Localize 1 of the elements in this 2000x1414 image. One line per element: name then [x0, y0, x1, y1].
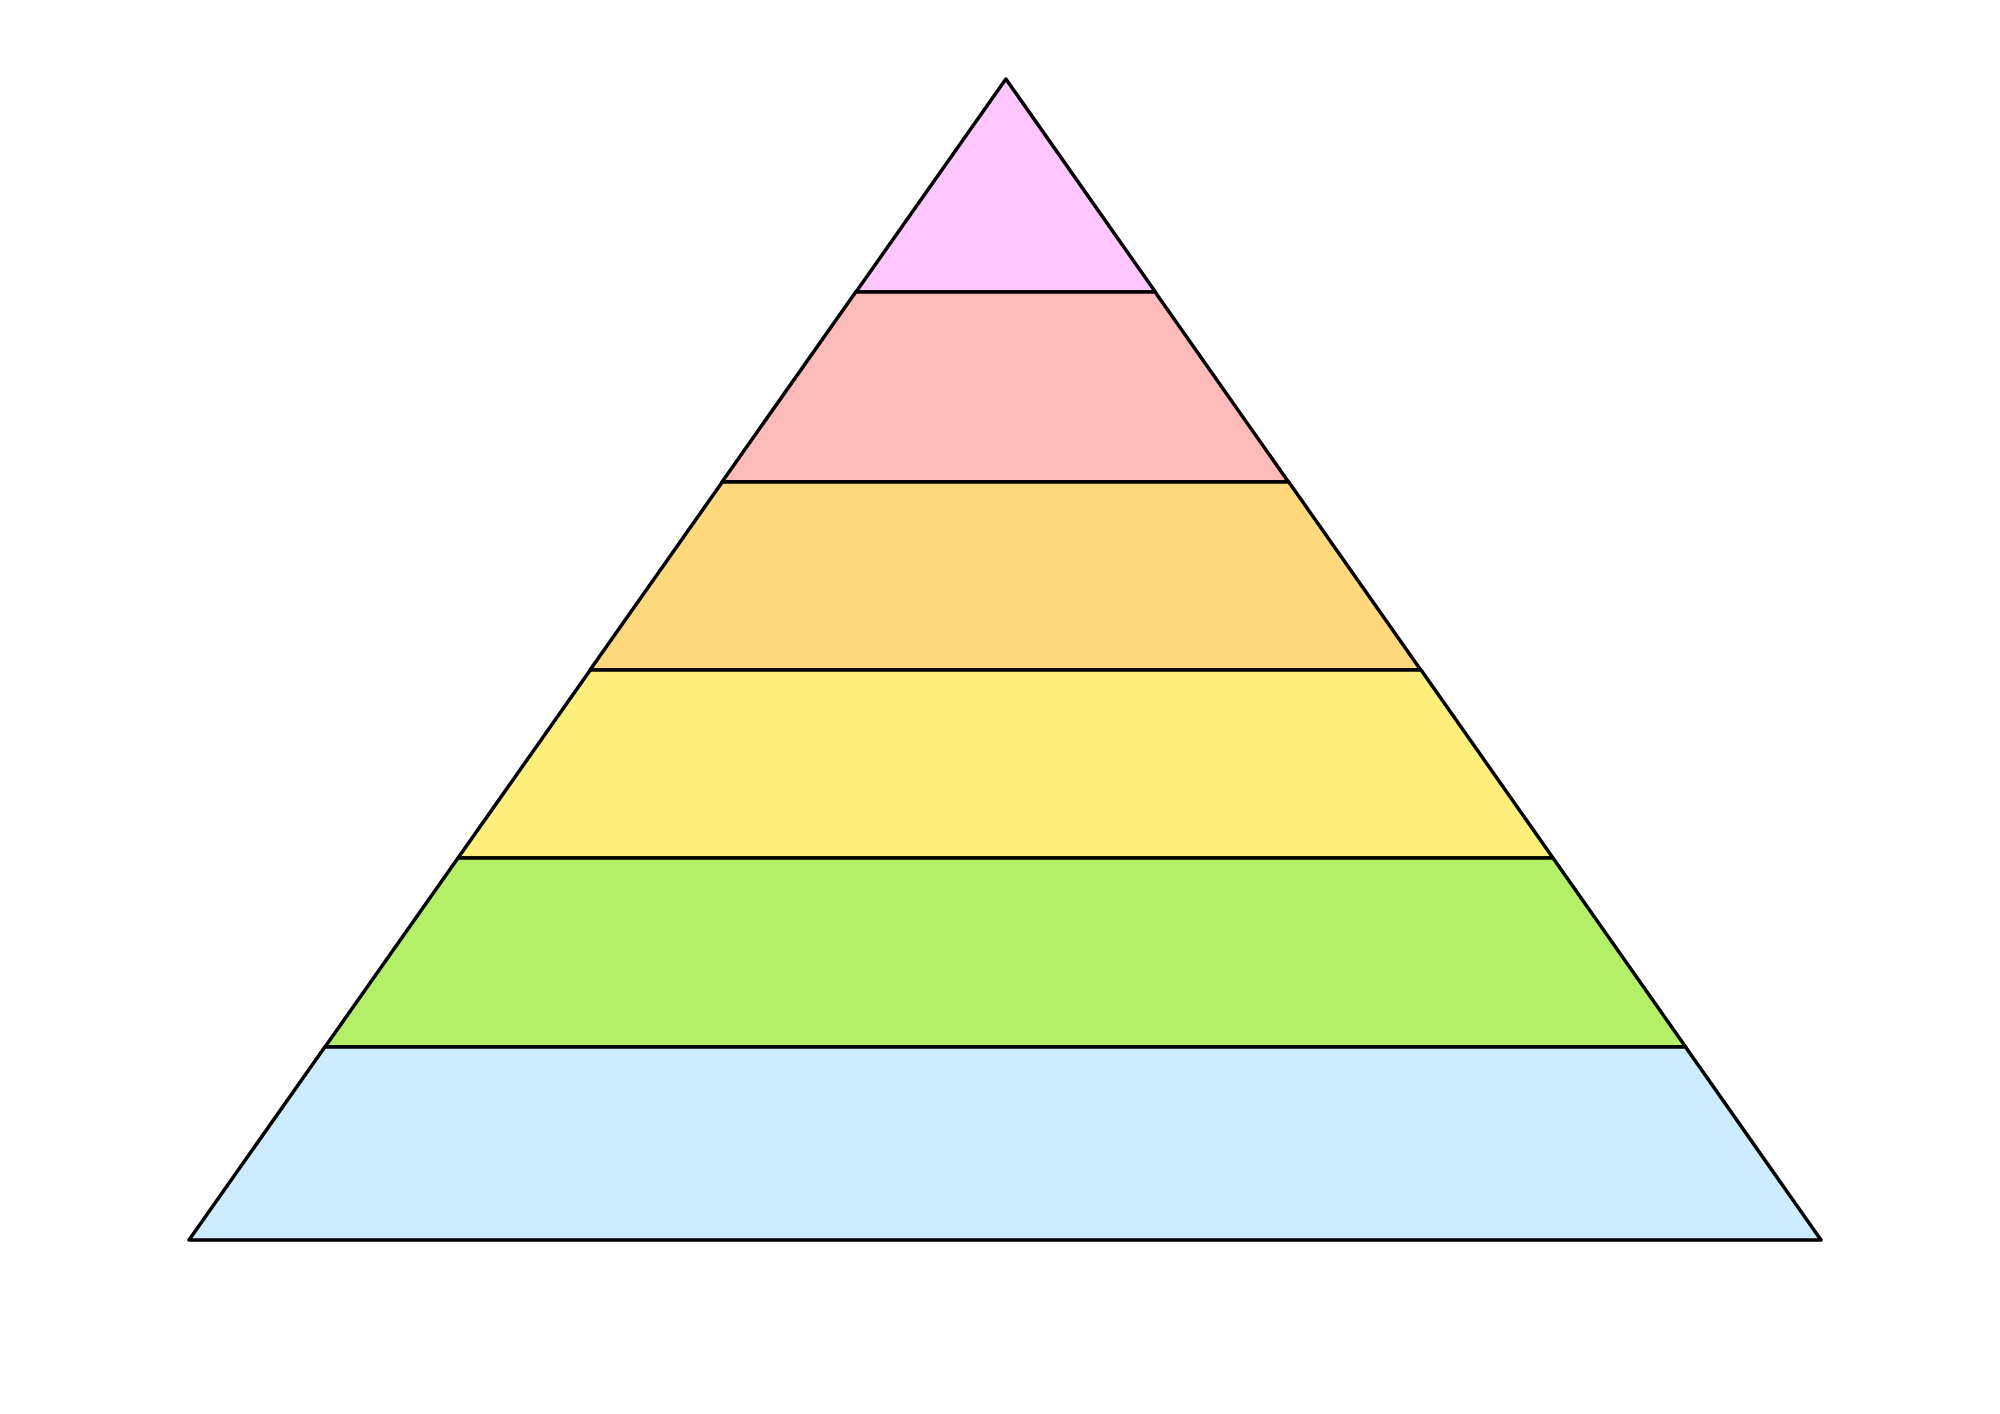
pyramid-level [186, 1044, 1824, 1243]
